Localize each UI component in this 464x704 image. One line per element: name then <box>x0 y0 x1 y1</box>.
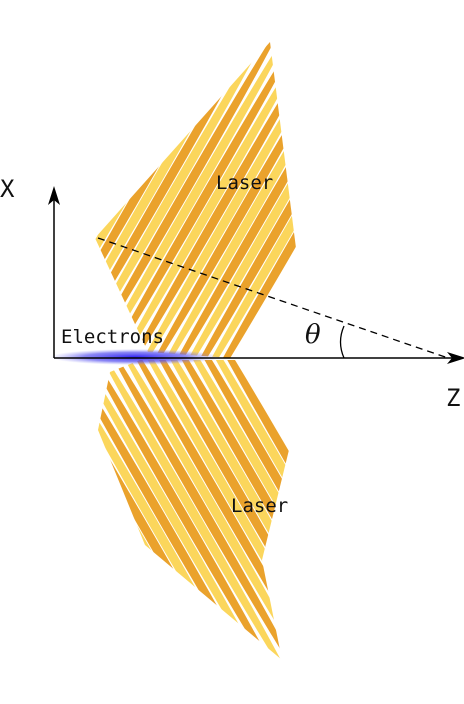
laser-direction-dashed-line <box>97 237 449 359</box>
laser-fringe <box>121 42 300 358</box>
laser-fringe <box>95 42 284 358</box>
z-axis-arrow-icon <box>447 352 464 364</box>
laser-fringe <box>102 360 300 660</box>
laser-fringe <box>168 360 300 659</box>
angle-arc <box>339 325 345 359</box>
angle-theta-label: θ <box>305 320 321 350</box>
laser-fringe <box>168 51 300 358</box>
z-axis <box>54 352 464 364</box>
laser-fringe <box>95 42 294 358</box>
laser-fringe <box>95 42 218 344</box>
electrons-label: Electrons <box>61 326 164 348</box>
z-axis-label: Z <box>446 384 460 412</box>
x-axis-label: X <box>0 175 15 203</box>
electron-beam <box>50 349 220 365</box>
laser-fringe <box>149 44 300 358</box>
laser-fringe <box>178 54 300 358</box>
laser-bottom-label: Laser <box>231 495 288 517</box>
laser-fringe <box>159 360 300 660</box>
laser-fringe <box>95 42 275 358</box>
x-axis-arrow-icon <box>48 186 60 205</box>
laser-fringe <box>98 360 284 660</box>
laser-fringe <box>102 42 300 358</box>
laser-fringe <box>98 360 294 660</box>
laser-top-label: Laser <box>216 172 273 194</box>
laser-fringe <box>178 360 300 656</box>
laser-fringe <box>187 58 300 358</box>
laser-fringe <box>98 360 275 660</box>
laser-fringe <box>159 48 300 358</box>
laser-fringe <box>149 360 300 660</box>
x-axis <box>48 186 60 358</box>
laser-fringe <box>111 360 300 660</box>
laser-fringe <box>111 42 300 358</box>
